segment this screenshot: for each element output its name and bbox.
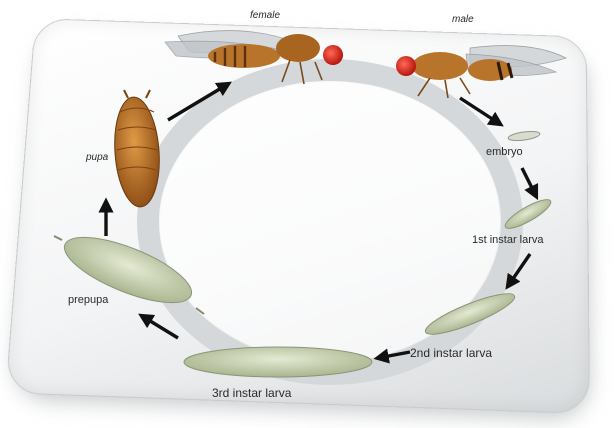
label-1st-instar-larva: 1st instar larva	[472, 234, 544, 246]
arrow-embryo-to-1st	[522, 168, 536, 196]
arrow-3rd-to-prepupa	[142, 316, 178, 338]
pupa-image	[111, 90, 163, 208]
label-female: female	[250, 10, 280, 21]
label-pupa: pupa	[86, 152, 108, 163]
label-2nd-instar-larva: 2nd instar larva	[410, 346, 492, 360]
male-fly-image	[396, 46, 566, 98]
label-3rd-instar-larva: 3rd instar larva	[212, 386, 291, 400]
label-male: male	[452, 14, 474, 25]
embryo-image	[508, 130, 541, 142]
third-instar-larva-image	[184, 347, 372, 377]
label-embryo: embryo	[486, 146, 523, 158]
label-prepupa: prepupa	[68, 294, 108, 306]
